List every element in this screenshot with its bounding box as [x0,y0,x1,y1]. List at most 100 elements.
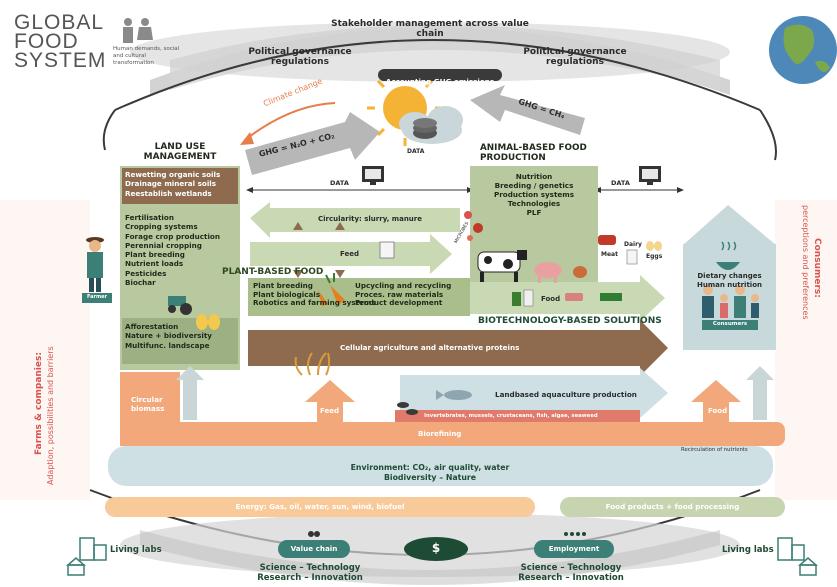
practice-item: Pesticides [125,268,167,278]
research-right-line: Research – Innovation [518,573,624,583]
mussels-icon [397,402,418,415]
practice-item: Forage crop production [125,231,220,241]
practice-item: Nutrient loads [125,259,184,269]
building-icon-right [777,537,818,576]
animal-item: Production systems [493,190,575,199]
consumers-label: Consumers: [812,238,822,438]
dietary-label: Dietary changes [697,272,762,280]
science-left-line: Science – Technology [259,563,361,573]
building-icon-left [66,537,107,576]
nature-item: Afforestation [125,322,179,331]
title-line-2: FOOD [14,30,79,53]
human-demands-label: Human demands, social and cultural trans… [113,46,180,66]
farms-companies-bold: Farms & companies: [34,352,44,455]
value-chain-label: Value chain [290,544,338,553]
plant-item: Product development [355,298,443,307]
plant-item: Robotics and farming systems [253,298,376,307]
biotech-heading: BIOTECHNOLOGY-BASED SOLUTIONS [478,316,662,326]
monitor-icon-left [362,166,384,185]
soils-item: Drainage mineral soils [125,179,217,189]
circular-biomass-label: Circular biomass [131,395,165,413]
plant-item: Plant breeding [253,281,313,290]
dairy-icon [626,249,638,265]
cloud-icon [399,106,463,144]
plant-right-items: Upcycling and recycling Proces. raw mate… [355,281,452,308]
farms-companies-sub: Adaption, possibilities and barriers [46,346,55,485]
environment-line-2: Biodiversity – Nature [383,473,477,482]
food-products-icon [512,289,622,307]
political-left-label: Political governance regulations [248,47,352,67]
food-arrow-label: Food [708,407,728,415]
feed-arrow-label: Feed [320,407,340,415]
animal-item: Nutrition [515,172,553,181]
data-right-label: DATA [611,179,630,187]
energy-label: Energy: Gas, oil, water, sun, wind, biof… [235,502,405,511]
plant-item: Proces. raw materials [355,289,444,299]
soils-item: Rewetting organic soils [125,170,221,179]
practice-item: Fertilisation [125,213,174,222]
living-labs-left: Living labs [110,545,162,555]
vegetables-icon [318,273,345,306]
practice-item: Cropping systems [125,222,198,232]
political-right-label: Political governance regulations [523,47,627,67]
stakeholder-label: Stakeholder management across value chai… [331,19,529,39]
food-products-label: Food products + food processing [605,502,740,511]
nutrition-label: Human nutrition [697,281,762,289]
environment-line-1: Environment: CO₂, air quality, water [350,463,510,472]
food-label: Food [541,295,561,303]
nature-item: Nature + biodiversity [125,331,212,341]
consumer-house-text: Dietary changes Human nutrition [683,272,776,290]
consumers-bold: Consumers: [812,238,822,298]
plant-heading: PLANT-BASED FOOD [222,267,324,277]
nature-item: Multifunc. landscape [125,340,210,350]
consumers-sub: perceptions and preferences [801,205,810,320]
eggs-icon [646,241,662,251]
people-icon [123,18,153,43]
algae-icon [294,352,331,376]
accounting-badge: Accounting GHG emissions [378,69,502,86]
cow-icon [477,250,527,282]
farmer-icon [86,237,104,292]
cellular-label: Cellular agriculture and alternative pro… [340,343,520,352]
pig-icon [534,262,562,283]
recirculation-label: Recirculation of nutrients [681,447,748,453]
animal-item: PLF [526,208,542,217]
science-right-line: Science – Technology [520,563,622,573]
soils-item: Reestablish wetlands [125,188,212,198]
living-labs-right: Living labs [722,545,774,555]
bowl-icon [716,241,740,270]
monitor-icon-right [639,166,661,185]
plant-left-items: Plant breeding Plant biologicals Robotic… [253,281,376,308]
consumers-house-label: Consumers [712,321,748,327]
plant-item: Plant biologicals [253,289,321,299]
fish-icon [436,390,472,400]
farmer-label: Farmer [86,294,108,300]
accounting-label: Accounting GHG emissions [385,77,495,86]
family-icon [702,285,759,318]
animal-heading: ANIMAL-BASED FOOD PRODUCTION [480,143,587,163]
data-left-label: DATA [330,179,349,187]
practice-item: Biochar [125,278,156,288]
science-left: Science – Technology Research – Innovati… [240,563,380,583]
plant-item: Upcycling and recycling [355,281,452,290]
farms-companies-label: Farms & companies: [34,255,45,455]
invertebrates-label: Invertebrates, mussels, crustaceans, fis… [424,413,598,419]
eggs-label: Eggs [646,253,663,260]
butterfly-icon [196,314,220,330]
research-left-line: Research – Innovation [257,573,363,583]
feed-bag-icon [379,241,395,259]
land-use-nature: Afforestation Nature + biodiversity Mult… [125,322,212,350]
employment-label: Employment [548,544,600,553]
circularity-label: Circularity: slurry, manure [318,215,422,223]
meat-label: Meat [601,251,618,258]
title-line-1: GLOBAL [14,11,105,34]
dairy-label: Dairy [624,241,642,248]
environment-label: Environment: CO₂, air quality, water Bio… [320,463,540,483]
feed-label: Feed [340,250,360,258]
dollar-label: $ [431,541,441,555]
biorefining-label: Biorefining [418,430,462,438]
practice-item: Plant breeding [125,250,185,260]
land-use-practices: Fertilisation Cropping systems Forage cr… [125,213,220,287]
employment-people-icon [564,532,586,536]
